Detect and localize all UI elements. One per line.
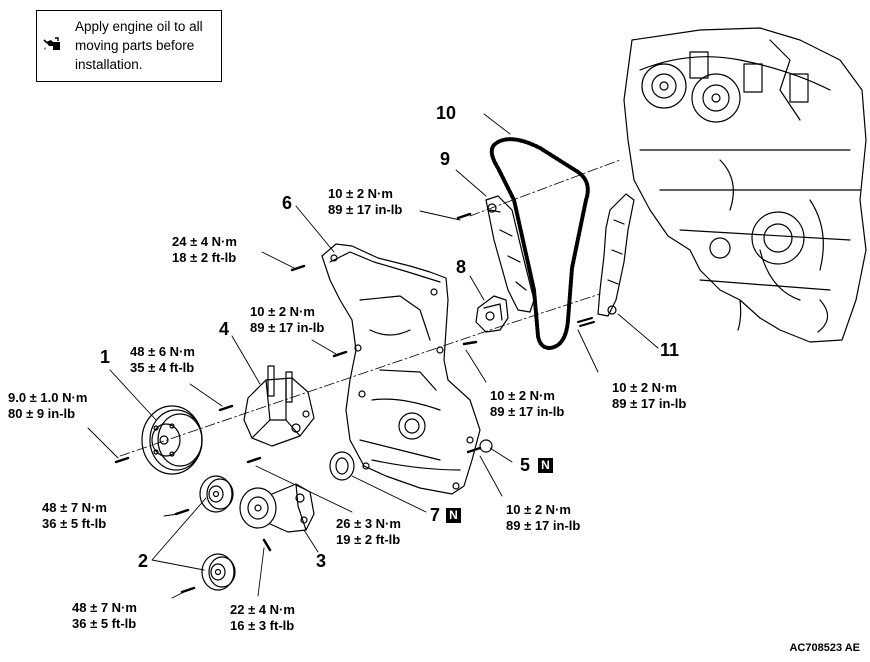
new-part-badge: N bbox=[538, 458, 553, 473]
timing-chain-case bbox=[321, 243, 493, 495]
torque-imperial: 35 ± 4 ft-lb bbox=[130, 360, 195, 375]
torque-label: 48 ± 6 N·m 35 ± 4 ft-lb bbox=[130, 344, 195, 376]
torque-metric: 10 ± 2 N·m bbox=[612, 380, 677, 395]
torque-imperial: 19 ± 2 ft-lb bbox=[336, 532, 401, 547]
new-part-badge: N bbox=[446, 508, 461, 523]
torque-label: 10 ± 2 N·m 89 ± 17 in-lb bbox=[490, 388, 564, 420]
callout-2: 2 bbox=[138, 551, 149, 571]
torque-metric: 48 ± 7 N·m bbox=[42, 500, 107, 515]
torque-label: 10 ± 2 N·m 89 ± 17 in-lb bbox=[250, 304, 324, 336]
callout-11: 11 bbox=[660, 340, 680, 360]
torque-imperial: 80 ± 9 in-lb bbox=[8, 406, 76, 421]
callout-5: 5 bbox=[520, 455, 531, 475]
oil-application-note: Apply engine oil to all moving parts bef… bbox=[36, 10, 222, 82]
torque-imperial: 89 ± 17 in-lb bbox=[612, 396, 687, 411]
timing-chain bbox=[489, 137, 590, 350]
oil-seal bbox=[329, 451, 355, 481]
torque-metric: 48 ± 6 N·m bbox=[130, 344, 195, 359]
torque-label: 10 ± 2 N·m 89 ± 17 in-lb bbox=[612, 380, 686, 412]
bracket bbox=[243, 365, 315, 447]
torque-label: 10 ± 2 N·m 89 ± 17 in-lb bbox=[506, 502, 580, 534]
note-line: installation. bbox=[75, 57, 143, 72]
engine-block bbox=[623, 27, 867, 343]
torque-imperial: 89 ± 17 in-lb bbox=[506, 518, 581, 533]
callout-6: 6 bbox=[282, 193, 293, 213]
torque-imperial: 18 ± 2 ft-lb bbox=[172, 250, 237, 265]
torque-metric: 10 ± 2 N·m bbox=[328, 186, 393, 201]
torque-imperial: 89 ± 17 in-lb bbox=[490, 404, 565, 419]
torque-label: 48 ± 7 N·m 36 ± 5 ft-lb bbox=[72, 600, 137, 632]
callout-3: 3 bbox=[316, 551, 327, 571]
torque-metric: 24 ± 4 N·m bbox=[172, 234, 237, 249]
auto-tensioner bbox=[239, 483, 315, 533]
torque-label: 9.0 ± 1.0 N·m 80 ± 9 in-lb bbox=[8, 390, 87, 422]
figure-code: AC708523 AE bbox=[789, 642, 860, 654]
idler-pulley-upper bbox=[199, 475, 234, 513]
torque-metric: 26 ± 3 N·m bbox=[336, 516, 401, 531]
callout-4: 4 bbox=[219, 319, 230, 339]
callout-8: 8 bbox=[456, 257, 467, 277]
note-text: Apply engine oil to all moving parts bef… bbox=[75, 17, 219, 74]
torque-metric: 48 ± 7 N·m bbox=[72, 600, 137, 615]
note-line: moving parts before bbox=[75, 38, 195, 53]
callout-7: 7 bbox=[430, 505, 441, 525]
torque-metric: 10 ± 2 N·m bbox=[250, 304, 315, 319]
torque-label: 48 ± 7 N·m 36 ± 5 ft-lb bbox=[42, 500, 107, 532]
chain-guide bbox=[597, 193, 635, 317]
torque-label: 26 ± 3 N·m 19 ± 2 ft-lb bbox=[336, 516, 401, 548]
torque-metric: 9.0 ± 1.0 N·m bbox=[8, 390, 88, 405]
note-line: Apply engine oil to all bbox=[75, 19, 203, 34]
torque-imperial: 89 ± 17 in-lb bbox=[250, 320, 325, 335]
torque-metric: 10 ± 2 N·m bbox=[490, 388, 555, 403]
crankshaft-pulley bbox=[141, 405, 203, 475]
torque-imperial: 16 ± 3 ft-lb bbox=[230, 618, 295, 633]
torque-label: 24 ± 4 N·m 18 ± 2 ft-lb bbox=[172, 234, 237, 266]
idler-pulley-lower bbox=[201, 553, 236, 591]
torque-label: 10 ± 2 N·m 89 ± 17 in-lb bbox=[328, 186, 402, 218]
chain-tensioner bbox=[475, 295, 509, 333]
callout-9: 9 bbox=[440, 149, 451, 169]
torque-imperial: 89 ± 17 in-lb bbox=[328, 202, 403, 217]
torque-imperial: 36 ± 5 ft-lb bbox=[72, 616, 137, 631]
callout-1: 1 bbox=[100, 347, 111, 367]
torque-label: 22 ± 4 N·m 16 ± 3 ft-lb bbox=[230, 602, 295, 634]
oil-can-icon bbox=[43, 37, 60, 50]
torque-imperial: 36 ± 5 ft-lb bbox=[42, 516, 107, 531]
torque-metric: 10 ± 2 N·m bbox=[506, 502, 571, 517]
callout-10: 10 bbox=[436, 103, 457, 123]
torque-metric: 22 ± 4 N·m bbox=[230, 602, 295, 617]
